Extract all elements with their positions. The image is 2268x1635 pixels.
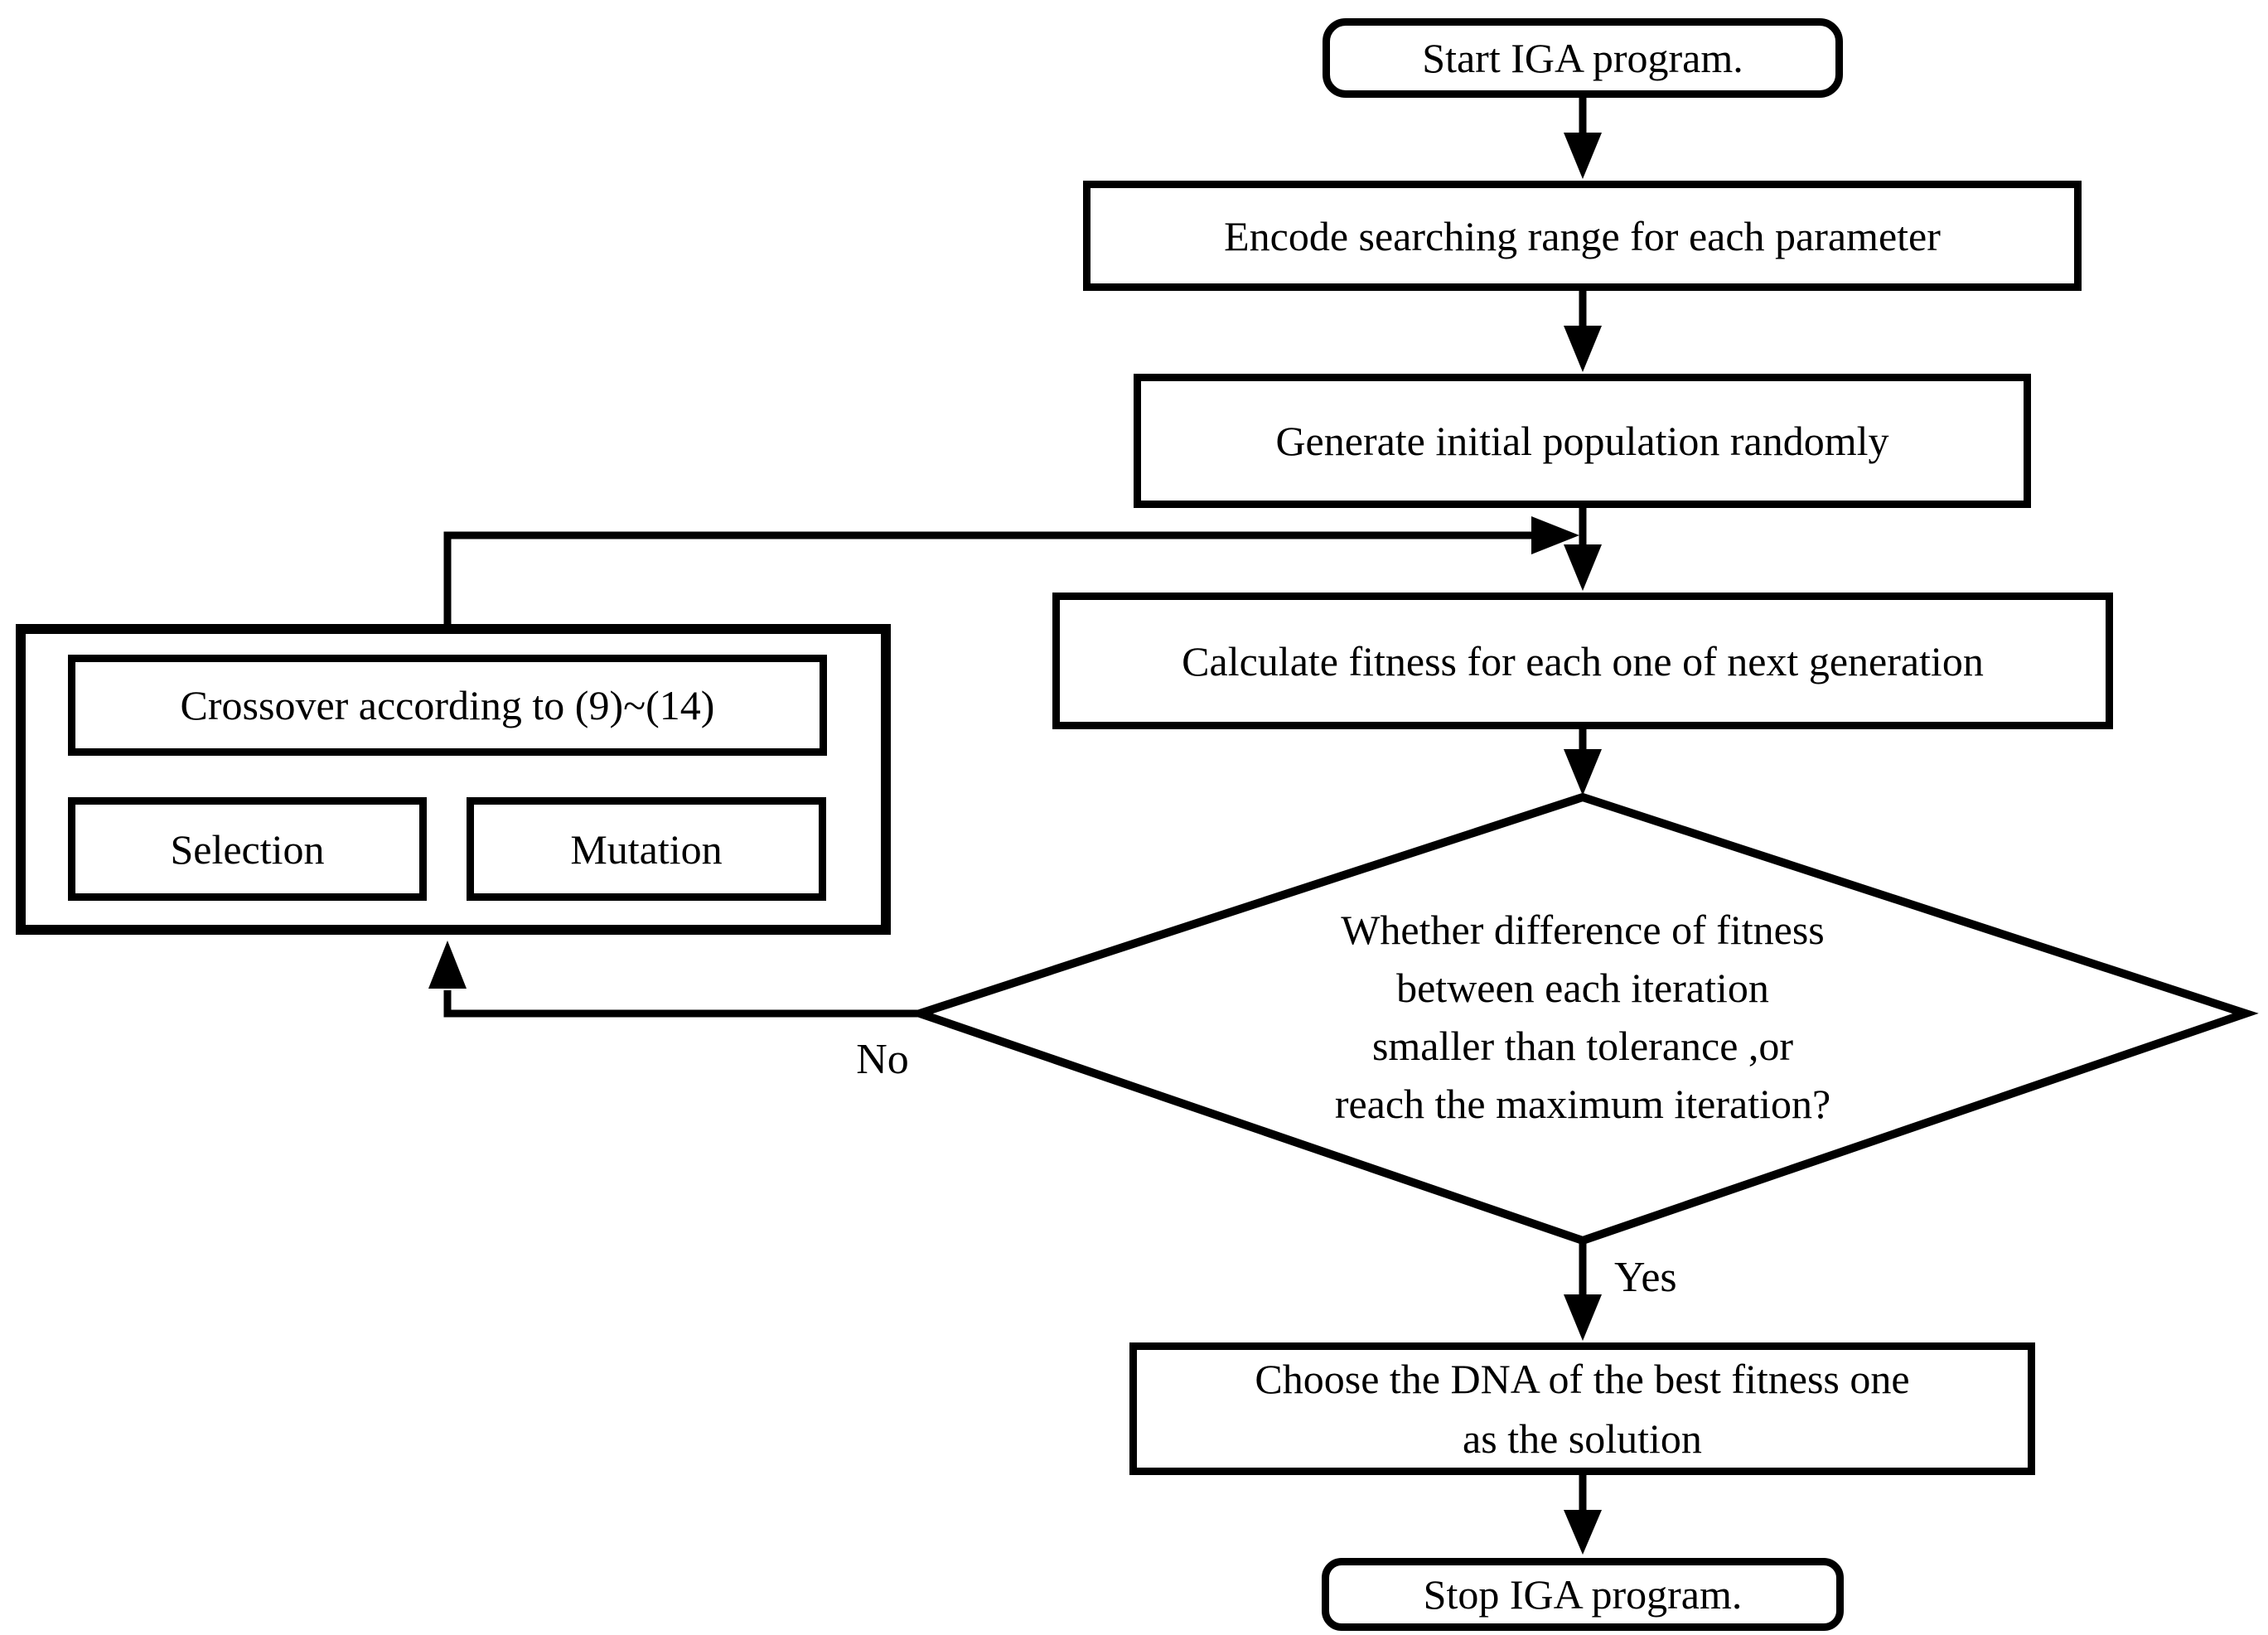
- calculate-process: Calculate fitness for each one of next g…: [1052, 593, 2113, 729]
- crossover-process: Crossover according to (9)~(14): [68, 655, 827, 756]
- mutation-label: Mutation: [570, 825, 723, 873]
- arrowhead-yes-path: [1564, 1294, 1602, 1341]
- arrowhead-choose-to-stop: [1564, 1510, 1602, 1555]
- start-label: Start IGA program.: [1422, 35, 1743, 81]
- encode-label: Encode searching range for each paramete…: [1224, 212, 1941, 259]
- generate-process: Generate initial population randomly: [1134, 374, 2031, 508]
- decision-line-3: smaller than tolerance ,or: [1371, 1023, 1794, 1069]
- arrowhead-encode-to-generate: [1564, 326, 1602, 372]
- loop-group-container: Crossover according to (9)~(14) Selectio…: [16, 624, 891, 935]
- choose-line-2: as the solution: [1463, 1415, 1702, 1462]
- decision-text: Whether difference of fitness between ea…: [1168, 901, 1997, 1133]
- edge-loop-feedback: [443, 531, 1531, 624]
- arrowhead-loop-feedback: [1531, 516, 1579, 554]
- no-edge-label: No: [856, 1036, 909, 1083]
- decision-line-4: reach the maximum iteration?: [1334, 1081, 1831, 1127]
- decision-line-1: Whether difference of fitness: [1341, 907, 1825, 953]
- choose-line-1: Choose the DNA of the best fitness one: [1255, 1356, 1910, 1402]
- yes-edge-label: Yes: [1614, 1254, 1677, 1301]
- edge-no-path: [443, 990, 920, 1018]
- selection-label: Selection: [170, 825, 325, 873]
- crossover-label: Crossover according to (9)~(14): [180, 682, 715, 728]
- arrowhead-calculate-to-decision: [1564, 749, 1602, 796]
- choose-process: Choose the DNA of the best fitness one a…: [1129, 1342, 2035, 1475]
- selection-process: Selection: [68, 797, 427, 901]
- stop-label: Stop IGA program.: [1423, 1571, 1743, 1618]
- decision-line-2: between each iteration: [1396, 965, 1769, 1011]
- arrowhead-generate-to-calculate: [1564, 544, 1602, 591]
- arrowhead-start-to-encode: [1564, 133, 1602, 179]
- stop-terminal: Stop IGA program.: [1322, 1558, 1844, 1631]
- start-terminal: Start IGA program.: [1323, 18, 1843, 98]
- calculate-label: Calculate fitness for each one of next g…: [1182, 637, 1984, 684]
- generate-label: Generate initial population randomly: [1275, 418, 1889, 464]
- arrowhead-no-path: [428, 941, 467, 989]
- encode-process: Encode searching range for each paramete…: [1083, 181, 2082, 291]
- mutation-process: Mutation: [467, 797, 826, 901]
